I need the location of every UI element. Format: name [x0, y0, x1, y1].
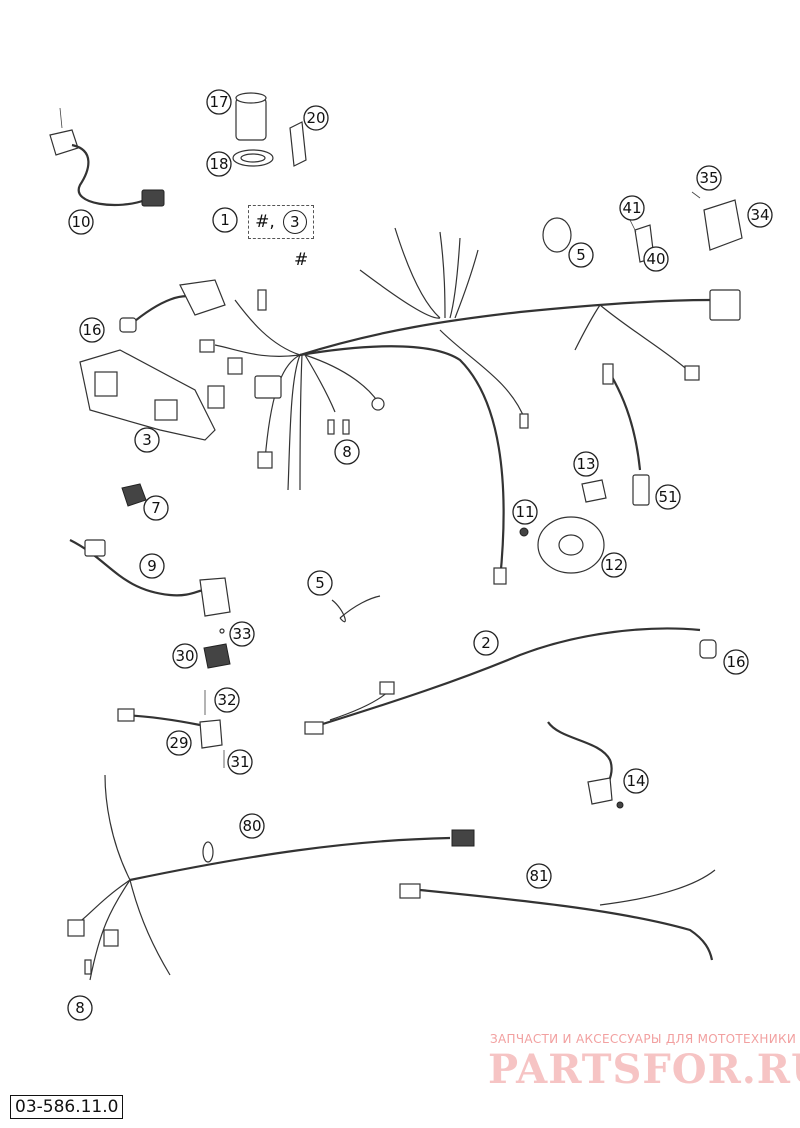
part-5-cable-tie-lower: [331, 595, 381, 623]
callout-18-label: 18: [209, 155, 228, 173]
callout-20-label: 20: [306, 109, 325, 127]
part-10-switch: [49, 107, 165, 207]
kit-contents-box: #, 3: [248, 205, 314, 239]
part-33-screw: [219, 628, 225, 634]
callout-35: 35: [696, 165, 722, 191]
part-30-cover: [203, 643, 231, 669]
callout-13-label: 13: [576, 455, 595, 473]
callout-41: 41: [619, 195, 645, 221]
callout-9: 9: [139, 553, 165, 579]
callout-1-label: 1: [220, 211, 230, 229]
part-11-screw: [519, 527, 529, 537]
callout-11: 11: [512, 499, 538, 525]
part-13-bracket: [581, 479, 607, 503]
callout-5-upper: 5: [568, 242, 594, 268]
callout-35-label: 35: [699, 169, 718, 187]
callout-3: 3: [134, 427, 160, 453]
callout-40: 40: [643, 246, 669, 272]
callout-12-label: 12: [604, 556, 623, 574]
callout-16-upper: 16: [79, 317, 105, 343]
callout-17-label: 17: [209, 93, 228, 111]
callout-81: 81: [526, 863, 552, 889]
callout-34-label: 34: [750, 206, 769, 224]
callout-8-lower: 8: [67, 995, 93, 1021]
callout-11-label: 11: [515, 503, 534, 521]
callout-18: 18: [206, 151, 232, 177]
part-29-switch: [117, 708, 223, 749]
callout-5-lower: 5: [307, 570, 333, 596]
callout-80: 80: [239, 813, 265, 839]
callout-30-label: 30: [175, 647, 194, 665]
callout-33: 33: [229, 621, 255, 647]
part-8-plugs: [327, 419, 350, 435]
part-80-harness: [67, 774, 475, 981]
callout-13: 13: [573, 451, 599, 477]
callout-1: 1: [212, 207, 238, 233]
part-34-control-unit: [703, 199, 743, 251]
callout-16-lower: 16: [723, 649, 749, 675]
callout-3-label: 3: [142, 431, 152, 449]
callout-8-upper-label: 8: [342, 443, 352, 461]
callout-51: 51: [655, 484, 681, 510]
callout-5-upper-label: 5: [576, 246, 586, 264]
callout-80-label: 80: [242, 817, 261, 835]
callout-29-label: 29: [169, 734, 188, 752]
callout-30: 30: [172, 643, 198, 669]
part-35-screw: [691, 191, 701, 199]
callout-2: 2: [473, 630, 499, 656]
callout-31: 31: [227, 749, 253, 775]
callout-41-label: 41: [622, 199, 641, 217]
part-7-relay: [121, 483, 147, 507]
part-3-plate: [79, 349, 216, 441]
callout-33-label: 33: [232, 625, 251, 643]
part-18-bracket: [232, 149, 274, 167]
callout-51-label: 51: [658, 488, 677, 506]
callout-7-label: 7: [151, 499, 161, 517]
main-harness-label: #: [294, 250, 309, 270]
callout-14: 14: [623, 768, 649, 794]
part-5-cable-tie-upper: [542, 217, 572, 253]
kit-box-hash: #,: [255, 212, 275, 232]
callout-32: 32: [214, 687, 240, 713]
part-9-switch: [69, 539, 231, 617]
callout-10: 10: [68, 209, 94, 235]
callout-20: 20: [303, 105, 329, 131]
part-14-sensor: [547, 721, 624, 809]
callout-9-label: 9: [147, 557, 157, 575]
part-2-harness: [304, 627, 717, 735]
watermark-logo: PARTSFOR.RU: [488, 1046, 800, 1093]
main-harness: [199, 227, 741, 585]
callout-2-label: 2: [481, 634, 491, 652]
part-81-harness: [399, 869, 716, 961]
part-16-bulb-socket-upper: [119, 279, 226, 333]
callout-34: 34: [747, 202, 773, 228]
part-41-screw: [629, 219, 637, 233]
callout-29: 29: [166, 730, 192, 756]
callout-10-label: 10: [71, 213, 90, 231]
kit-box-part-3: 3: [282, 210, 307, 234]
callout-32-label: 32: [217, 691, 236, 709]
callout-8-lower-label: 8: [75, 999, 85, 1017]
callout-81-label: 81: [529, 867, 548, 885]
watermark-text: ЗАПЧАСТИ И АКСЕССУАРЫ ДЛЯ МОТОТЕХНИКИ: [490, 1032, 797, 1046]
part-12-horn: [537, 516, 605, 574]
callout-31-label: 31: [230, 753, 249, 771]
part-17-capacitor: [235, 92, 267, 141]
part-20-clip: [289, 121, 307, 167]
callout-16-lower-label: 16: [726, 653, 745, 671]
callout-8-upper: 8: [334, 439, 360, 465]
callout-7: 7: [143, 495, 169, 521]
callout-16-upper-label: 16: [82, 321, 101, 339]
callout-5-lower-label: 5: [315, 574, 325, 592]
reference-code: 03-586.11.0: [10, 1095, 124, 1119]
callout-40-label: 40: [646, 250, 665, 268]
callout-12: 12: [601, 552, 627, 578]
callout-17: 17: [206, 89, 232, 115]
part-51-sensor: [602, 363, 650, 506]
callout-14-label: 14: [626, 772, 645, 790]
